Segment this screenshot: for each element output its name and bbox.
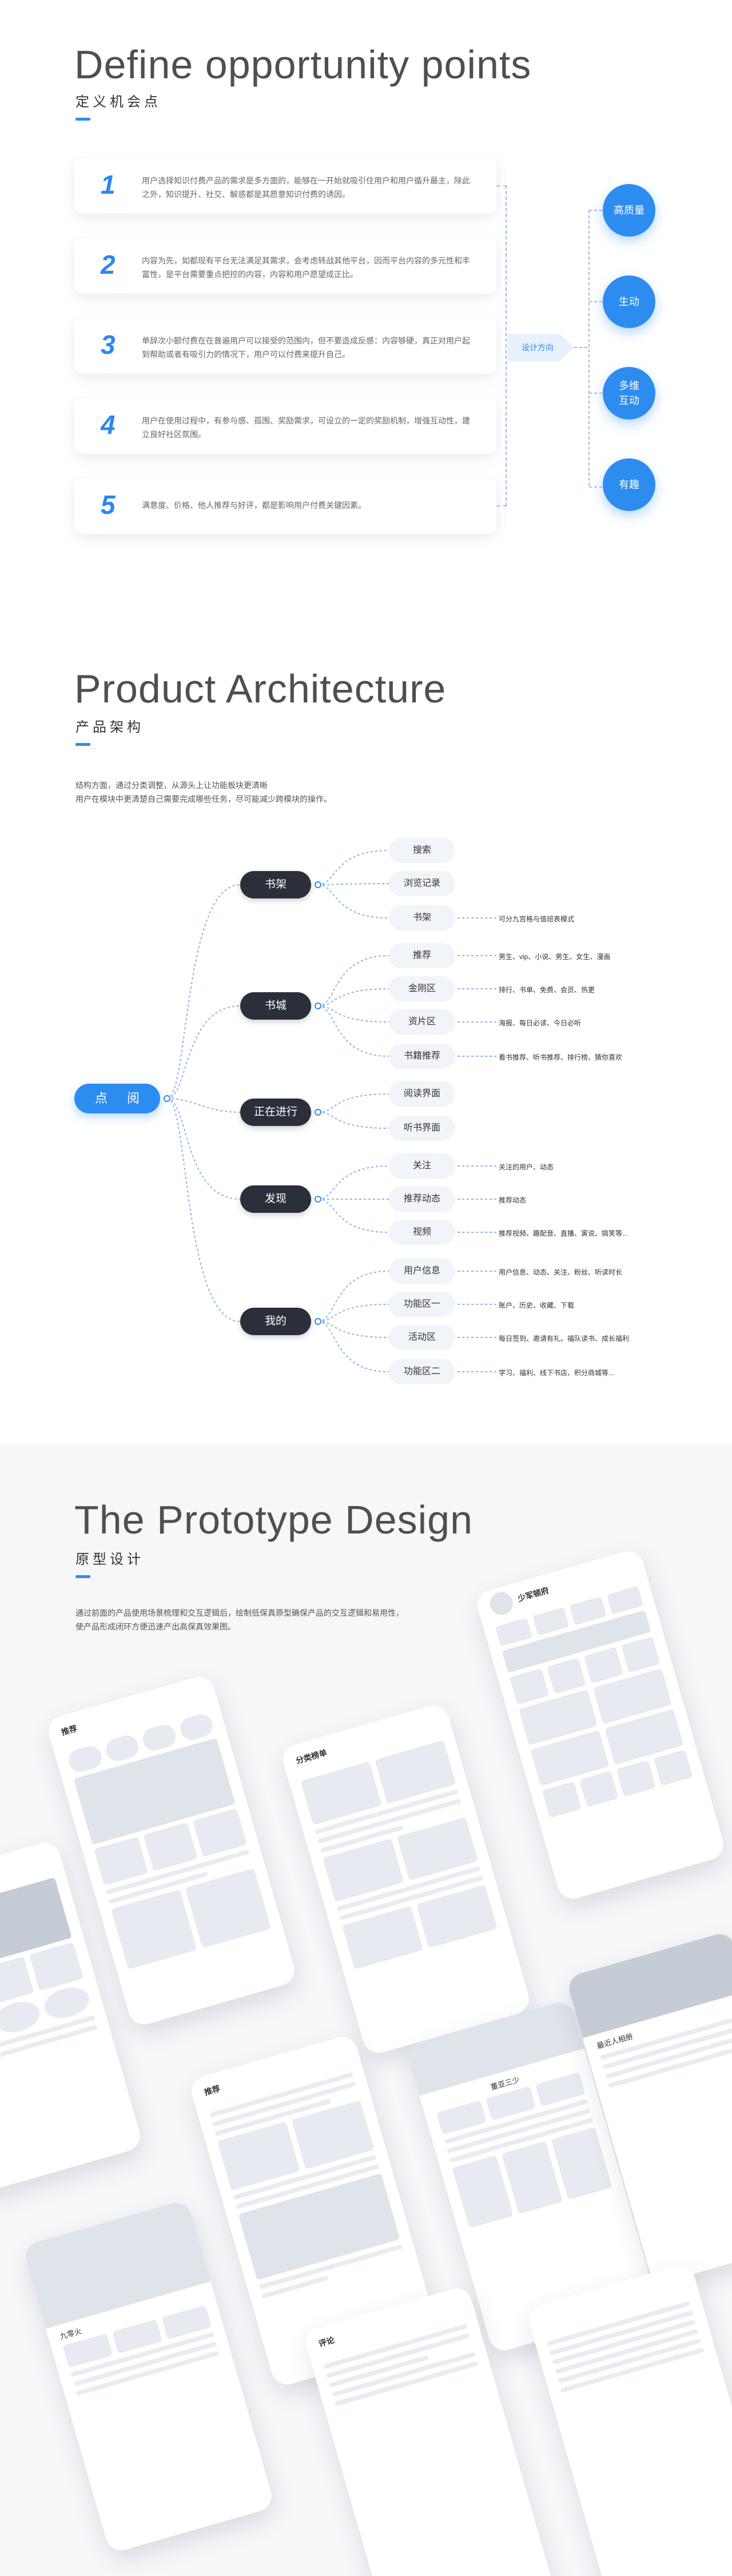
phone-title: 推荐 bbox=[60, 1723, 78, 1737]
architecture-connector-lines bbox=[166, 850, 496, 1372]
cards-bracket bbox=[496, 185, 507, 506]
goal-circle-2: 生动 bbox=[603, 275, 655, 328]
phone-title: 分类榜单 bbox=[295, 1747, 328, 1766]
card-number: 4 bbox=[101, 410, 116, 440]
card-number: 2 bbox=[101, 250, 116, 279]
branch-node-bookstore: 书城 bbox=[240, 992, 311, 1020]
branch-dot bbox=[315, 1318, 321, 1325]
opportunity-card-3: 3 单辞次小额付费在在普遍用户可以接受的范围内，但不要造成反感：内容够硬，真正对… bbox=[74, 318, 496, 374]
leaf-feed: 推荐动态 bbox=[389, 1187, 455, 1212]
card-text: 用户在使用过程中，有参与感、孤围、奖励需求，可设立的一定的奖励机制，增强互动性，… bbox=[142, 416, 470, 439]
goal-connector-lines bbox=[574, 210, 603, 488]
architecture-desc-1: 结构方面，通过分类调整，从源头上让功能板块更清晰 bbox=[75, 781, 268, 790]
architecture-desc-2: 用户在模块中更清楚自己需要完成哪些任务，尽可能减少跨模块的操作。 bbox=[75, 794, 332, 804]
card-text: 单辞次小额付费在在普遍用户可以接受的范围内，但不要造成反感：内容够硬，真正对用户… bbox=[142, 336, 470, 359]
leaf-note: 每日签到、邀请有礼、福队读书、成长福利 bbox=[499, 1335, 630, 1343]
leaf-note: 推荐视频、趣配音、直播、寅说、搞笑等... bbox=[499, 1229, 628, 1237]
leaf-history: 浏览记录 bbox=[389, 871, 455, 896]
prototype-desc-1: 通过前面的产品使用场景梳理和交互逻辑后，绘制低保真原型确保产品的交互逻辑和易用性… bbox=[75, 1608, 404, 1618]
leaf-note: 用户信息、动态、关注、粉丝、听读时长 bbox=[499, 1268, 623, 1276]
leaf-recommend: 推荐 bbox=[389, 943, 455, 968]
opportunity-subtitle: 定义机会点 bbox=[75, 94, 161, 110]
leaf-note: 关注的用户、动态 bbox=[499, 1163, 554, 1171]
leaf-note: 推荐动态 bbox=[499, 1196, 527, 1204]
leaf-note: 可分九宫格与值班表模式 bbox=[499, 915, 575, 923]
leaf-kingkong: 金刚区 bbox=[389, 976, 455, 1001]
leaf-shelf: 书架 bbox=[389, 905, 455, 930]
architecture-subtitle: 产品架构 bbox=[75, 720, 144, 735]
phone-title: 少军顿府 bbox=[516, 1585, 550, 1603]
root-dot bbox=[164, 1095, 170, 1102]
phone-title: 评论 bbox=[317, 2335, 336, 2349]
leaf-follow: 关注 bbox=[389, 1153, 455, 1179]
prototype-phone-reader bbox=[525, 2262, 732, 2576]
opportunity-card-4: 4 用户在使用过程中，有参与感、孤围、奖励需求，可设立的一定的奖励机制，增强互动… bbox=[74, 398, 496, 454]
opportunity-title: Define opportunity points bbox=[74, 42, 532, 87]
branch-node-discover: 发现 bbox=[240, 1185, 311, 1213]
architecture-root-node: 点 阅 bbox=[74, 1084, 160, 1113]
leaf-function-2: 功能区二 bbox=[389, 1359, 455, 1384]
branch-dot bbox=[315, 1196, 321, 1203]
card-text: 用户选择知识付费产品的需求是多方面的，能够在一开始就吸引住用户和用户循升最主，除… bbox=[142, 176, 470, 199]
card-number: 1 bbox=[101, 170, 116, 199]
prototype-canvas: 推荐 分类榜单 少军顿府 bbox=[0, 1445, 732, 2576]
leaf-video: 视频 bbox=[389, 1220, 455, 1245]
leaf-listening: 听书界面 bbox=[389, 1116, 455, 1141]
goal-circle-1: 高质量 bbox=[603, 184, 655, 237]
direction-arrow: 设计方向 bbox=[508, 334, 574, 361]
leaf-banner: 资片区 bbox=[389, 1009, 455, 1035]
leaf-user-info: 用户信息 bbox=[389, 1259, 455, 1284]
architecture-title: Product Architecture bbox=[74, 666, 447, 711]
opportunity-card-5: 5 满意度、价格、他人推荐与好评，都是影响用户付费关键因素。 bbox=[74, 478, 496, 534]
leaf-note: 学习、福利、线下书店、积分商城等... bbox=[499, 1369, 615, 1377]
card-number: 5 bbox=[101, 490, 116, 520]
architecture-accent-bar bbox=[75, 743, 90, 746]
goal-circle-3: 多维 互动 bbox=[603, 367, 655, 420]
card-number: 3 bbox=[101, 330, 116, 360]
leaf-function-1: 功能区一 bbox=[389, 1292, 455, 1317]
branch-dot bbox=[315, 1109, 321, 1116]
prototype-title: The Prototype Design bbox=[74, 1497, 474, 1542]
prototype-accent-bar bbox=[75, 1575, 90, 1578]
branch-dot bbox=[315, 1003, 321, 1009]
leaf-note: 看书推荐、听书推荐、排行榜、猜你喜欢 bbox=[499, 1053, 623, 1061]
branch-node-mine: 我的 bbox=[240, 1308, 311, 1335]
branch-node-bookshelf: 书架 bbox=[240, 871, 311, 898]
branch-node-ongoing: 正在进行 bbox=[240, 1099, 311, 1126]
prototype-phone-category: 分类榜单 bbox=[279, 1702, 533, 2057]
leaf-book-recommend: 书籍推荐 bbox=[389, 1044, 455, 1069]
leaf-note: 账户、历史、收藏、下载 bbox=[499, 1301, 575, 1309]
card-text: 内容为先，如都现有平台无法满足其需求，会考虑转战其他平台，因而平台内容的多元性和… bbox=[142, 256, 470, 279]
goal-circle-4: 有趣 bbox=[603, 458, 655, 511]
prototype-phone-profile: 少军顿府 bbox=[474, 1547, 727, 1903]
phone-title: 推荐 bbox=[203, 2083, 221, 2097]
leaf-note: 排行、书单、免费、会员、热更 bbox=[499, 986, 595, 994]
branch-dot bbox=[315, 881, 321, 888]
leaf-note: 男生、vip、小说、男生、女生、漫画 bbox=[499, 953, 611, 961]
opportunity-card-1: 1 用户选择知识付费产品的需求是多方面的，能够在一开始就吸引住用户和用户循升最主… bbox=[74, 158, 496, 214]
prototype-desc-2: 使产品形成闭环方便迅速产出高保真效果图。 bbox=[75, 1622, 236, 1631]
leaf-reading: 阅读界面 bbox=[389, 1081, 455, 1107]
leaf-search: 搜索 bbox=[389, 838, 455, 863]
leaf-note: 海报、每日必读、今日必听 bbox=[499, 1019, 582, 1027]
prototype-subtitle: 原型设计 bbox=[75, 1552, 144, 1567]
opportunity-card-2: 2 内容为先，如都现有平台无法满足其需求，会考虑转战其他平台，因而平台内容的多元… bbox=[74, 238, 496, 294]
card-text: 满意度、价格、他人推荐与好评，都是影响用户付费关键因素。 bbox=[142, 501, 366, 510]
opportunity-accent-bar bbox=[75, 118, 90, 121]
leaf-activity: 活动区 bbox=[389, 1325, 455, 1350]
